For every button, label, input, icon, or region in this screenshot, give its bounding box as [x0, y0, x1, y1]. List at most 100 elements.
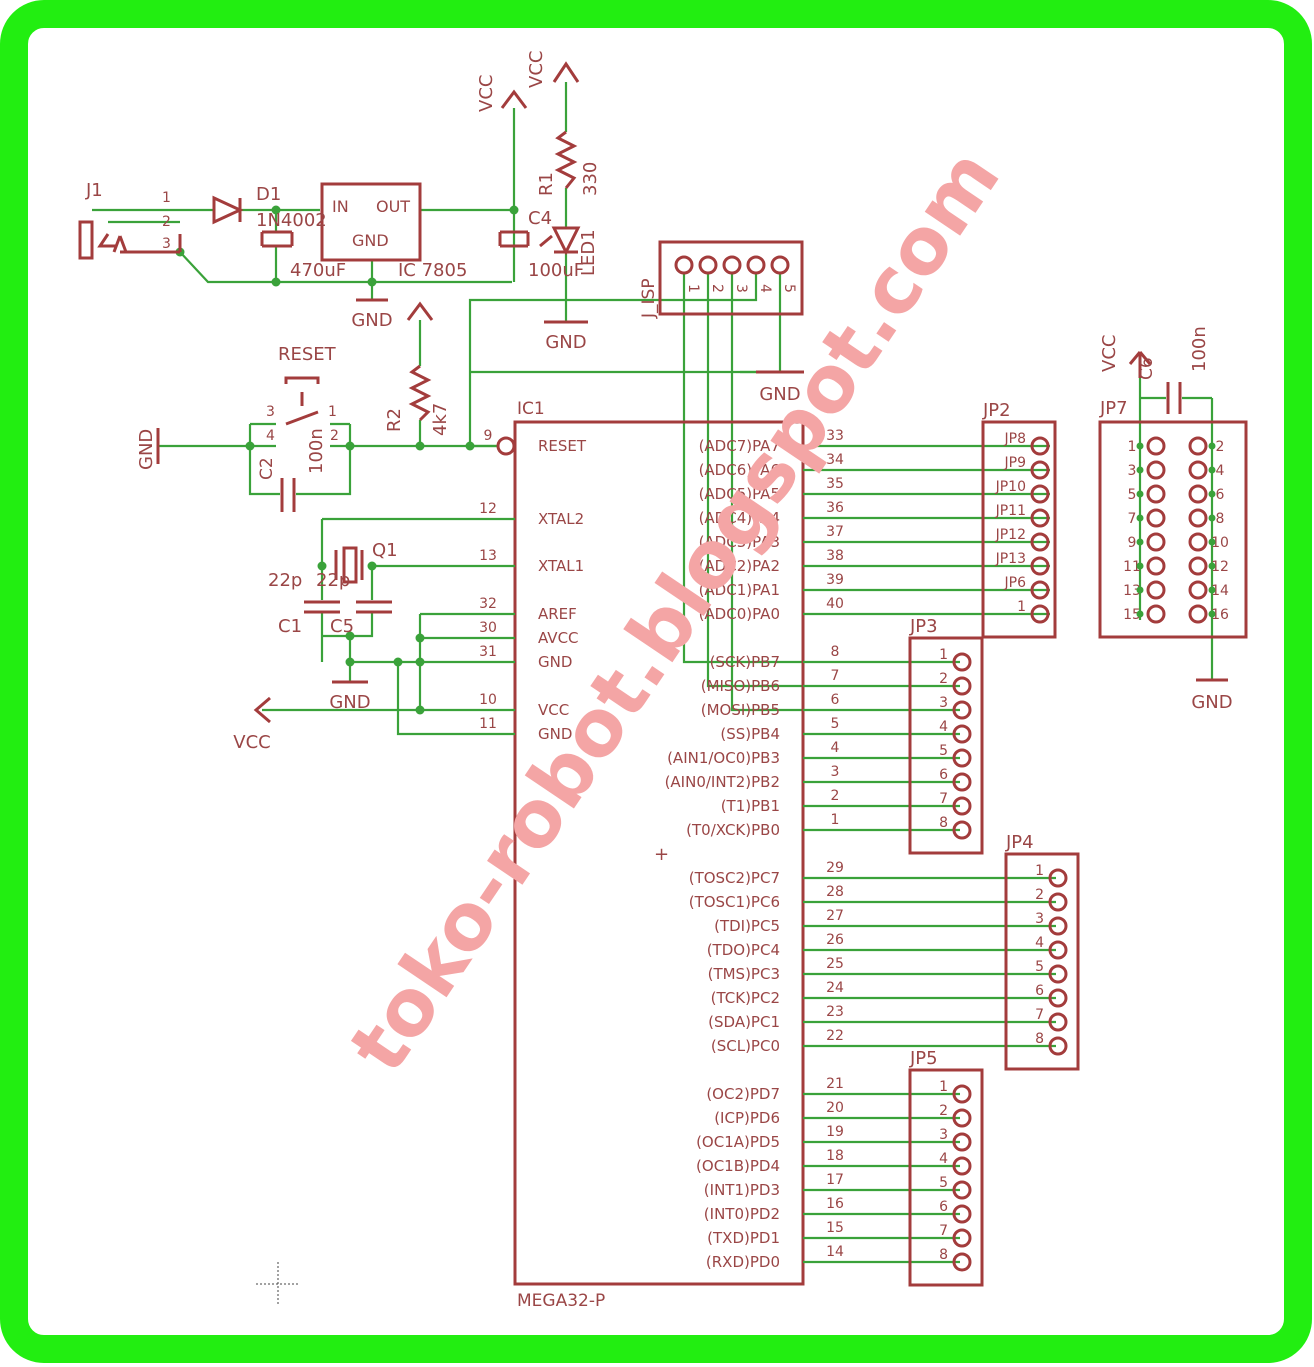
header-pin	[1030, 436, 1050, 456]
header-pin-label: 4	[757, 284, 773, 293]
pin-label: (AIN0/INT2)PB2	[665, 773, 780, 791]
header-pin-label: 9	[1128, 535, 1137, 551]
header-pin-label: 1	[1017, 599, 1026, 615]
header-pin	[1146, 532, 1166, 552]
header-pin-label: JP6	[1004, 575, 1027, 591]
header-pin	[1030, 460, 1050, 480]
header-pin-label: 6	[939, 767, 948, 783]
pin-label: (TDI)PC5	[714, 917, 780, 935]
j1-pin-number: 2	[162, 214, 171, 230]
switch-pin-number: 3	[266, 404, 275, 420]
header-body	[1004, 852, 1080, 1071]
header-name: JP4	[1005, 832, 1034, 853]
pin-label: (TMS)PC3	[708, 965, 780, 983]
header-body	[981, 420, 1057, 639]
pin-label: (OC2)PD7	[706, 1085, 780, 1103]
pin-label: (T1)PB1	[721, 797, 780, 815]
mcu-right-pin: 16(INT0)PD2	[704, 1196, 960, 1223]
pin-label: RESET	[538, 437, 587, 455]
pin-label: (T0/XCK)PB0	[686, 821, 780, 839]
header-pin	[1048, 940, 1068, 960]
header-pin-label: 10	[1211, 535, 1229, 551]
header-pin	[1188, 484, 1208, 504]
mcu-right-pin: 26(TDO)PC4	[707, 932, 1056, 959]
mcu-right-pin: 35(ADC5)PA5	[699, 476, 1050, 503]
pin-number: 22	[826, 1028, 844, 1044]
header-pin	[1146, 604, 1166, 624]
vcc-label: VCC	[476, 75, 497, 112]
pin-number: 4	[831, 740, 840, 756]
pin-number: 30	[479, 620, 497, 636]
pin-number: 17	[826, 1172, 844, 1188]
header-pin	[1030, 604, 1050, 624]
header-pin-label: JP9	[1004, 455, 1026, 471]
header-pin	[1146, 460, 1166, 480]
header-pin-label: 4	[1035, 935, 1044, 951]
mcu-right-pin: 14(RXD)PD0	[706, 1244, 960, 1271]
d1-value: 1N4002	[256, 210, 327, 231]
header-pin	[1188, 436, 1208, 456]
mcu-right-pin: 40(ADC0)PA0	[699, 596, 1050, 623]
header-pin-label: 15	[1123, 607, 1141, 623]
junction-dot	[509, 205, 519, 215]
header-pin	[952, 1132, 972, 1152]
mcu-right-pin: 24(TCK)PC2	[711, 980, 1056, 1007]
header-pin-label: 4	[939, 719, 948, 735]
pin-label: (AIN1/OC0)PB3	[667, 749, 780, 767]
header-pin-label: 3	[939, 695, 948, 711]
mcu-right-pin: 17(INT1)PD3	[704, 1172, 960, 1199]
header-pin	[952, 1084, 972, 1104]
isp-sck	[682, 274, 803, 664]
junction-dot	[345, 657, 355, 667]
pin-number: 16	[826, 1196, 844, 1212]
mcu-right-pin: 7(MISO)PB6	[701, 668, 960, 695]
junction-dot	[1136, 490, 1144, 498]
c1-value: 22p	[268, 570, 302, 591]
pin-label: AREF	[538, 605, 577, 623]
parts	[78, 61, 1228, 724]
mcu-right-pin: 34(ADC6)PA6	[699, 452, 1050, 479]
header-pin	[952, 1228, 972, 1248]
mcu-right-pin: 20(ICP)PD6	[714, 1100, 960, 1127]
pin-label: (ICP)PD6	[714, 1109, 780, 1127]
header-pin	[1146, 436, 1166, 456]
junction-dot	[367, 561, 377, 571]
pin-label: (ADC4)PA4	[699, 509, 780, 527]
junction-dot	[345, 631, 355, 641]
header-pin	[1146, 508, 1166, 528]
header-pin-label: 6	[939, 1199, 948, 1215]
pin-number: 1	[831, 812, 840, 828]
xtal1	[370, 564, 470, 600]
pin-label: (SCL)PC0	[711, 1037, 780, 1055]
junction-dot	[1208, 466, 1216, 474]
junction-dot	[1136, 562, 1144, 570]
pin-label: (OC1A)PD5	[696, 1133, 780, 1151]
header-pin	[1048, 988, 1068, 1008]
r2-value: 4k7	[430, 403, 451, 436]
header-pin-label: JP11	[995, 503, 1026, 519]
header-pin	[952, 1156, 972, 1176]
led-diode	[539, 226, 581, 256]
header-pin-label: 5	[1035, 959, 1044, 975]
header-pin	[722, 255, 742, 275]
header-pin-label: 2	[1035, 887, 1044, 903]
header-name: JP3	[909, 616, 938, 637]
mcu-right-pin: 3(AIN0/INT2)PB2	[665, 764, 960, 791]
header-pin	[1030, 556, 1050, 576]
mcu-right-pin: 8(SCK)PB7	[710, 644, 960, 671]
pin-number: 38	[826, 548, 844, 564]
c2-name: C2	[257, 457, 277, 480]
pin-label: (SDA)PC1	[708, 1013, 780, 1031]
header-pin	[952, 772, 972, 792]
gnd-label: GND	[329, 692, 370, 713]
mcu-value: MEGA32-P	[517, 1291, 605, 1311]
pin-number: 33	[826, 428, 844, 444]
c6-capacitor	[1166, 382, 1182, 414]
